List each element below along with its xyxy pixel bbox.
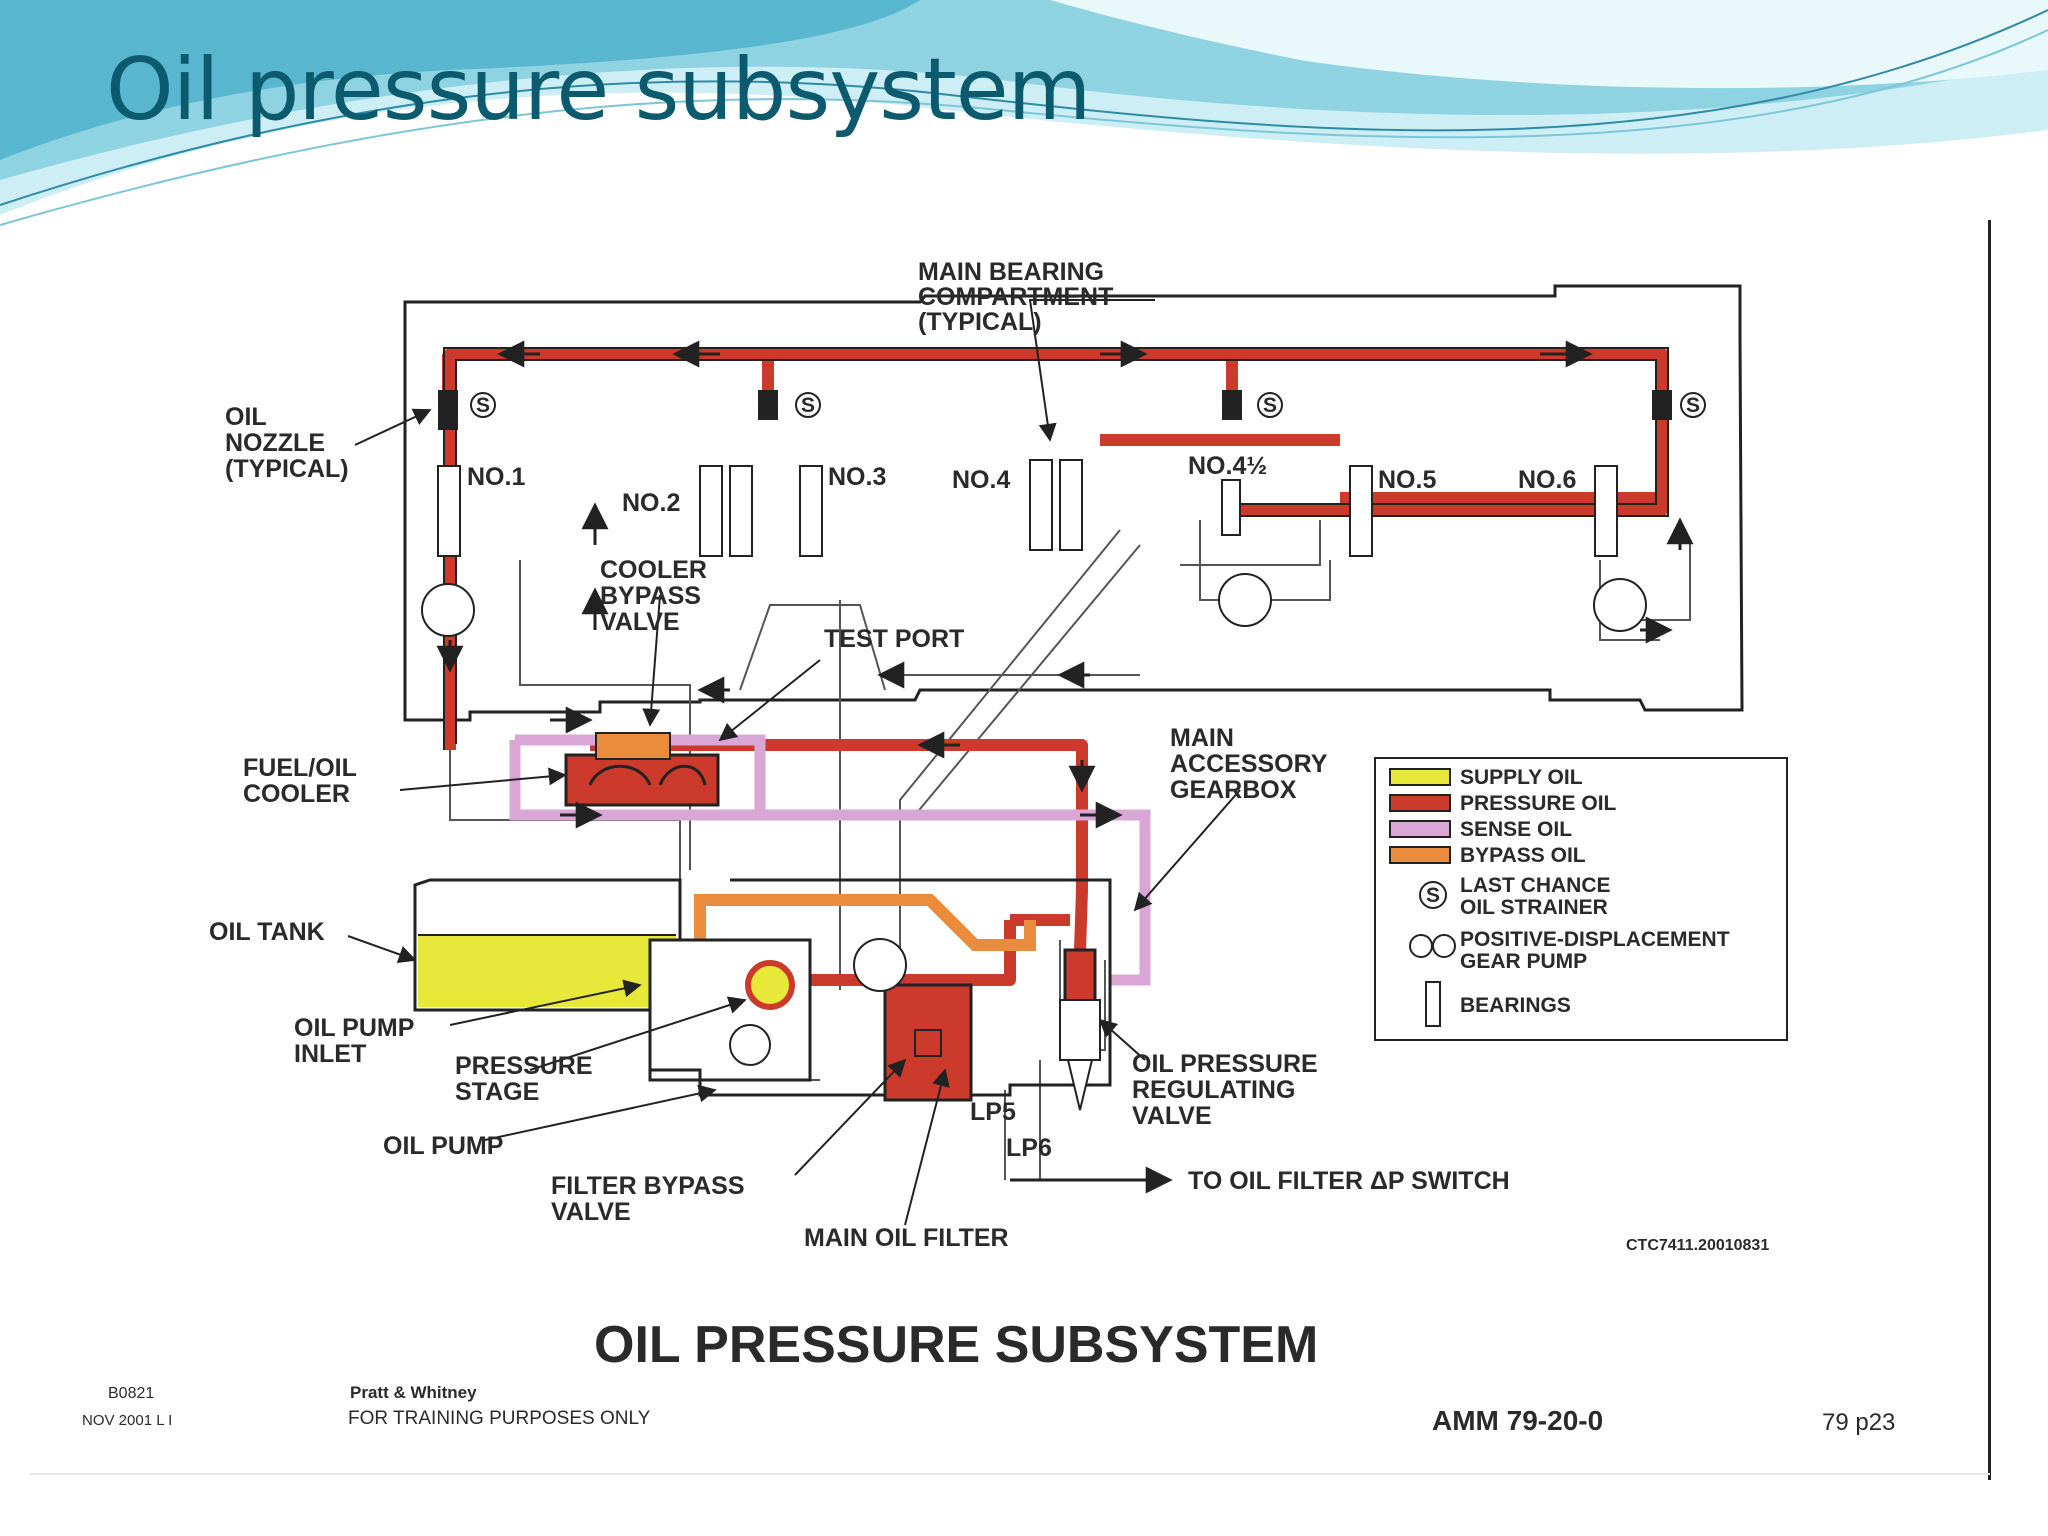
label-filter-bypass-1: FILTER BYPASS (551, 1172, 745, 1200)
label-no5: NO.5 (1378, 466, 1436, 494)
label-fuel-oil-cooler-2: COOLER (243, 780, 350, 808)
doc-code: B0821 (108, 1385, 154, 1402)
oil-pump (648, 938, 812, 1082)
amm-reference: AMM 79-20-0 (1432, 1405, 1603, 1436)
legend-swatch-bypass (1389, 846, 1451, 864)
leader-lines (347, 299, 1241, 1226)
oil-nozzles (438, 390, 1672, 430)
strainer-label: S (1263, 394, 1277, 417)
header-wave (0, 0, 2048, 226)
legend: SUPPLY OIL PRESSURE OIL SENSE OIL BYPASS… (1374, 757, 1788, 1041)
label-gearbox-1: MAIN (1170, 724, 1234, 752)
engine-case-outline (403, 284, 1744, 722)
label-oil-nozzle-2: NOZZLE (225, 429, 325, 457)
legend-strainer-1: LAST CHANCE (1460, 874, 1611, 897)
legend-strainer-icon (1419, 881, 1447, 909)
legend-label: BYPASS OIL (1460, 844, 1586, 867)
label-cooler-bypass-3: VALVE (600, 608, 680, 636)
label-no4half: NO.4½ (1188, 452, 1267, 480)
gearbox-outline (650, 878, 1112, 1097)
slide-title: Oil pressure subsystem (106, 40, 1091, 140)
label-no6: NO.6 (1518, 466, 1576, 494)
label-oil-tank: OIL TANK (209, 918, 325, 946)
label-gearbox-2: ACCESSORY (1170, 750, 1328, 778)
company: Pratt & Whitney (350, 1383, 477, 1402)
label-no2: NO.2 (622, 489, 680, 517)
label-oil-pump-inlet-1: OIL PUMP (294, 1014, 414, 1042)
drawing-code: CTC7411.20010831 (1626, 1237, 1769, 1254)
doc-date: NOV 2001 L I (82, 1412, 172, 1429)
label-oil-pump-inlet-2: INLET (294, 1040, 366, 1068)
legend-gear-pump-1: POSITIVE-DISPLACEMENT (1460, 928, 1730, 951)
legend-gear-pump-icon (1409, 934, 1433, 958)
label-to-switch: TO OIL FILTER ΔP SWITCH (1188, 1167, 1510, 1195)
label-cooler-bypass-2: BYPASS (600, 582, 701, 610)
label-main-bearing-2: COMPARTMENT (918, 283, 1113, 311)
bypass-oil-lines (694, 894, 1036, 955)
legend-swatch-sense (1389, 820, 1451, 838)
legend-strainer-symbol: S (1426, 884, 1440, 907)
legend-label: PRESSURE OIL (1460, 792, 1617, 815)
strainer-symbols (470, 392, 1706, 418)
bearing-symbols (437, 459, 1618, 557)
strainer-label: S (1686, 394, 1700, 417)
label-regulating-valve-2: REGULATING (1132, 1076, 1295, 1104)
page-reference: 79 p23 (1822, 1409, 1895, 1436)
label-regulating-valve-1: OIL PRESSURE (1132, 1050, 1318, 1078)
cooler-bypass-valve-body (595, 732, 671, 760)
legend-swatch-supply (1389, 768, 1451, 786)
legend-label: SENSE OIL (1460, 818, 1572, 841)
label-filter-bypass-2: VALVE (551, 1198, 631, 1226)
label-lp6: LP6 (1006, 1134, 1052, 1162)
label-pressure-stage-2: STAGE (455, 1078, 539, 1106)
strainer-label: S (801, 394, 815, 417)
pressure-stage (745, 960, 795, 1010)
label-cooler-bypass-1: COOLER (600, 556, 707, 584)
main-oil-filter (883, 983, 973, 1102)
gear-pump-symbols (421, 573, 1647, 992)
label-regulating-valve-3: VALVE (1132, 1102, 1212, 1130)
label-no3: NO.3 (828, 463, 886, 491)
page-bottom-edge (30, 1473, 1990, 1475)
label-oil-nozzle-1: OIL (225, 403, 267, 431)
page-edge (1988, 220, 1991, 1480)
label-no1: NO.1 (467, 463, 525, 491)
label-pressure-stage-1: PRESSURE (455, 1052, 593, 1080)
big-title: OIL PRESSURE SUBSYSTEM (594, 1316, 1318, 1374)
fuel-oil-cooler (564, 753, 720, 807)
legend-label: SUPPLY OIL (1460, 766, 1583, 789)
legend-gear-pump-2: GEAR PUMP (1460, 950, 1587, 973)
training-note: FOR TRAINING PURPOSES ONLY (348, 1408, 651, 1429)
legend-bearings: BEARINGS (1460, 994, 1571, 1017)
label-fuel-oil-cooler-1: FUEL/OIL (243, 754, 357, 782)
legend-swatch-pressure (1389, 794, 1451, 812)
label-no4: NO.4 (952, 466, 1010, 494)
label-test-port: TEST PORT (824, 625, 964, 653)
legend-bearing-icon (1425, 981, 1441, 1027)
label-lp5: LP5 (970, 1098, 1016, 1126)
oil-tank-level (418, 935, 676, 1007)
label-oil-pump: OIL PUMP (383, 1132, 503, 1160)
flow-arrows (436, 340, 1694, 1194)
label-main-bearing-3: (TYPICAL) (918, 308, 1042, 336)
strainer-label: S (476, 394, 490, 417)
label-gearbox-3: GEARBOX (1170, 776, 1297, 804)
label-main-bearing-1: MAIN BEARING (918, 258, 1104, 286)
legend-strainer-2: OIL STRAINER (1460, 896, 1608, 919)
label-main-oil-filter: MAIN OIL FILTER (804, 1224, 1009, 1252)
label-oil-nozzle-3: (TYPICAL) (225, 455, 349, 483)
